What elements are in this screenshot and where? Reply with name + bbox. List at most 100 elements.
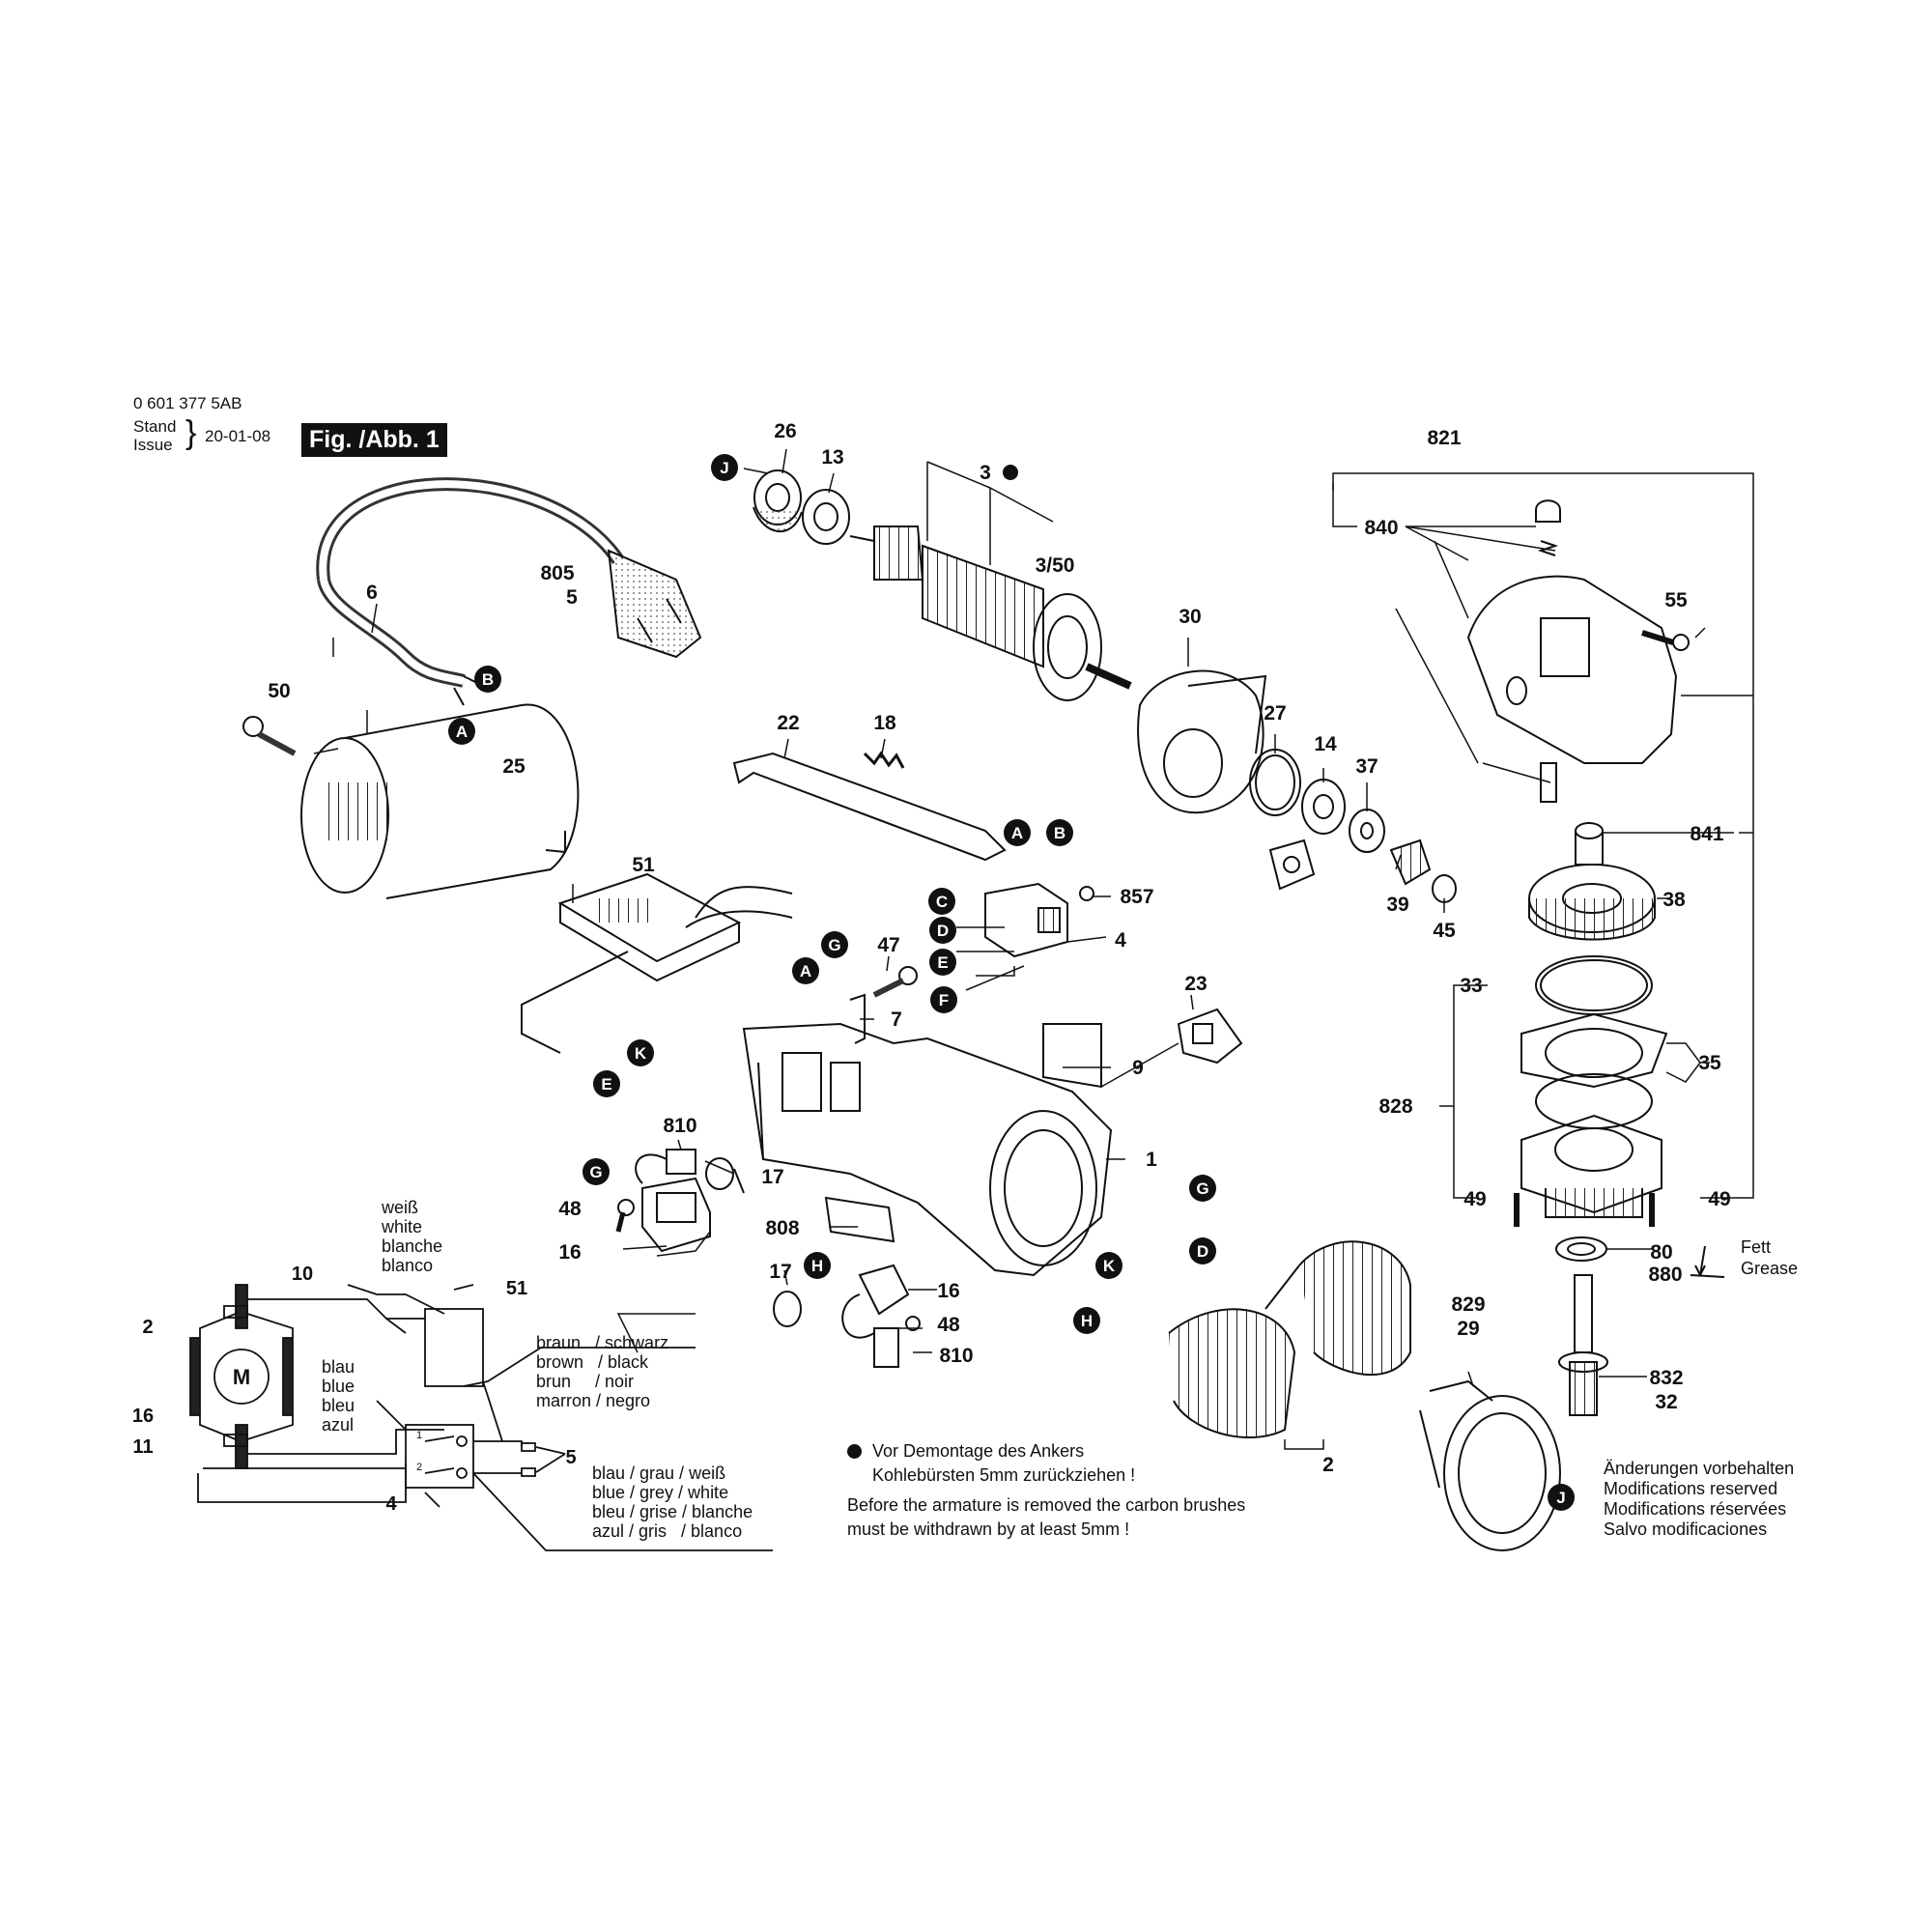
switch-terminal-2: 2: [416, 1462, 422, 1473]
bearing-14: [1301, 779, 1346, 835]
wiring-diagram: [189, 1284, 773, 1551]
callout-25: 25: [502, 755, 526, 778]
wiring-ref-11: 11: [132, 1436, 153, 1458]
callout-857: 857: [1120, 886, 1153, 908]
svg-text:G: G: [589, 1163, 602, 1181]
brown-black-wire-label: braun / schwarz brown / black brun / noi…: [536, 1333, 669, 1410]
svg-text:E: E: [601, 1075, 611, 1094]
svg-text:A: A: [800, 962, 811, 980]
connector-A-cord: A: [448, 718, 475, 745]
screw-857: [1079, 886, 1094, 901]
armature-note-en-2: must be withdrawn by at least 5mm !: [847, 1520, 1130, 1539]
field-winding-right: [282, 1337, 294, 1416]
callout-23: 23: [1184, 973, 1207, 995]
motor-symbol: [213, 1349, 270, 1405]
callout-30: 30: [1179, 606, 1201, 628]
callout-29: 29: [1457, 1318, 1479, 1340]
callout-18: 18: [873, 712, 896, 734]
pin-841: [1540, 762, 1557, 803]
part-callouts: 26 13 3 3/50 30 27 14 37 39 45 22 18 857…: [268, 420, 1730, 1476]
connector-markers: J B A A B C D E F G A K E G H G D K H J: [448, 454, 1575, 1511]
callout-48b: 48: [937, 1314, 960, 1336]
callout-22: 22: [777, 712, 799, 734]
modifications-note: Änderungen vorbehalten Modifications res…: [1604, 1459, 1794, 1540]
armature-note-de-1: Vor Demontage des Ankers: [872, 1441, 1085, 1461]
switch-lever-22: [732, 752, 1007, 862]
svg-text:H: H: [1081, 1312, 1093, 1330]
callout-805: 805: [540, 562, 574, 584]
callout-45: 45: [1433, 920, 1456, 942]
callout-47: 47: [877, 934, 899, 956]
callout-48: 48: [558, 1198, 582, 1220]
connector-D-switch: D: [929, 917, 956, 944]
callout-2: 2: [1322, 1454, 1334, 1476]
connector-G-field: G: [1189, 1175, 1216, 1202]
svg-text:B: B: [1054, 824, 1065, 842]
insulating-sheet-808: [824, 1196, 895, 1243]
modifications-es: Salvo modificaciones: [1604, 1520, 1768, 1539]
callout-7: 7: [891, 1009, 902, 1031]
connector-F: F: [930, 986, 957, 1013]
callout-35: 35: [1698, 1052, 1721, 1074]
wiring-ref-5: 5: [565, 1447, 576, 1468]
callout-55: 55: [1664, 589, 1688, 611]
white-wire-label: weiß white blanche blanco: [382, 1198, 443, 1275]
electronic-module-symbol: [424, 1308, 484, 1387]
connector-D-field: D: [1189, 1237, 1216, 1264]
field-winding-left: [189, 1337, 201, 1416]
screw-48: [615, 1199, 635, 1233]
o-ring-33: [1535, 955, 1653, 1015]
svg-text:D: D: [937, 922, 949, 940]
svg-text:F: F: [939, 991, 949, 1009]
grease-en: Grease: [1741, 1259, 1799, 1278]
bullet-icon: [1003, 465, 1018, 480]
connector-J-top: J: [711, 454, 738, 481]
grease-icon: [1690, 1245, 1725, 1278]
callout-33: 33: [1460, 975, 1482, 997]
guard-29: [1419, 1379, 1561, 1551]
callout-50: 50: [268, 680, 290, 702]
nut-45: [1432, 874, 1457, 903]
washer-37: [1349, 809, 1385, 853]
clip-7: [849, 993, 866, 1044]
spring-17-lower: [773, 1291, 802, 1327]
callout-17: 17: [761, 1166, 783, 1188]
brush-holder-16: [641, 1177, 711, 1253]
callout-810b: 810: [939, 1345, 973, 1367]
callout-4: 4: [1115, 929, 1126, 952]
callout-16: 16: [558, 1241, 581, 1264]
wiring-ref-10: 10: [292, 1264, 313, 1285]
field-coil-2-top: [1264, 1240, 1411, 1377]
bearing-26: [753, 469, 803, 532]
connector-H-field: H: [1073, 1307, 1100, 1334]
spring-18: [863, 751, 905, 769]
washer-80: [1555, 1236, 1607, 1262]
wiring-ref-4: 4: [385, 1493, 397, 1515]
connector-G-module: G: [821, 931, 848, 958]
ring-27: [1249, 749, 1301, 816]
bevel-gear-38: [1528, 864, 1656, 941]
screw-47: [872, 966, 918, 998]
callout-37: 37: [1355, 755, 1378, 778]
connector-E-module: E: [593, 1070, 620, 1097]
armature-note-de-2: Kohlebürsten 5mm zurückziehen !: [872, 1465, 1136, 1485]
callout-880: 880: [1648, 1264, 1682, 1286]
pinion-39: [1389, 838, 1432, 886]
svg-text:C: C: [936, 893, 948, 911]
bullet-icon: [847, 1444, 862, 1459]
bearing-flange-828: [1520, 1114, 1662, 1218]
svg-text:B: B: [482, 670, 494, 689]
callout-80: 80: [1650, 1241, 1672, 1264]
motor-symbol-label: M: [233, 1365, 250, 1389]
grease-note: Fett Grease: [1741, 1236, 1798, 1279]
callout-828: 828: [1378, 1095, 1412, 1118]
gasket-35: [1520, 1012, 1668, 1129]
housing-cover-25: [300, 703, 580, 899]
callout-13: 13: [821, 446, 843, 469]
modifications-fr: Modifications réservées: [1604, 1499, 1787, 1519]
screw-48-lower: [905, 1316, 921, 1331]
callout-38: 38: [1662, 889, 1686, 911]
callout-3-50: 3/50: [1036, 554, 1075, 577]
wiring-ref-2: 2: [142, 1317, 153, 1338]
